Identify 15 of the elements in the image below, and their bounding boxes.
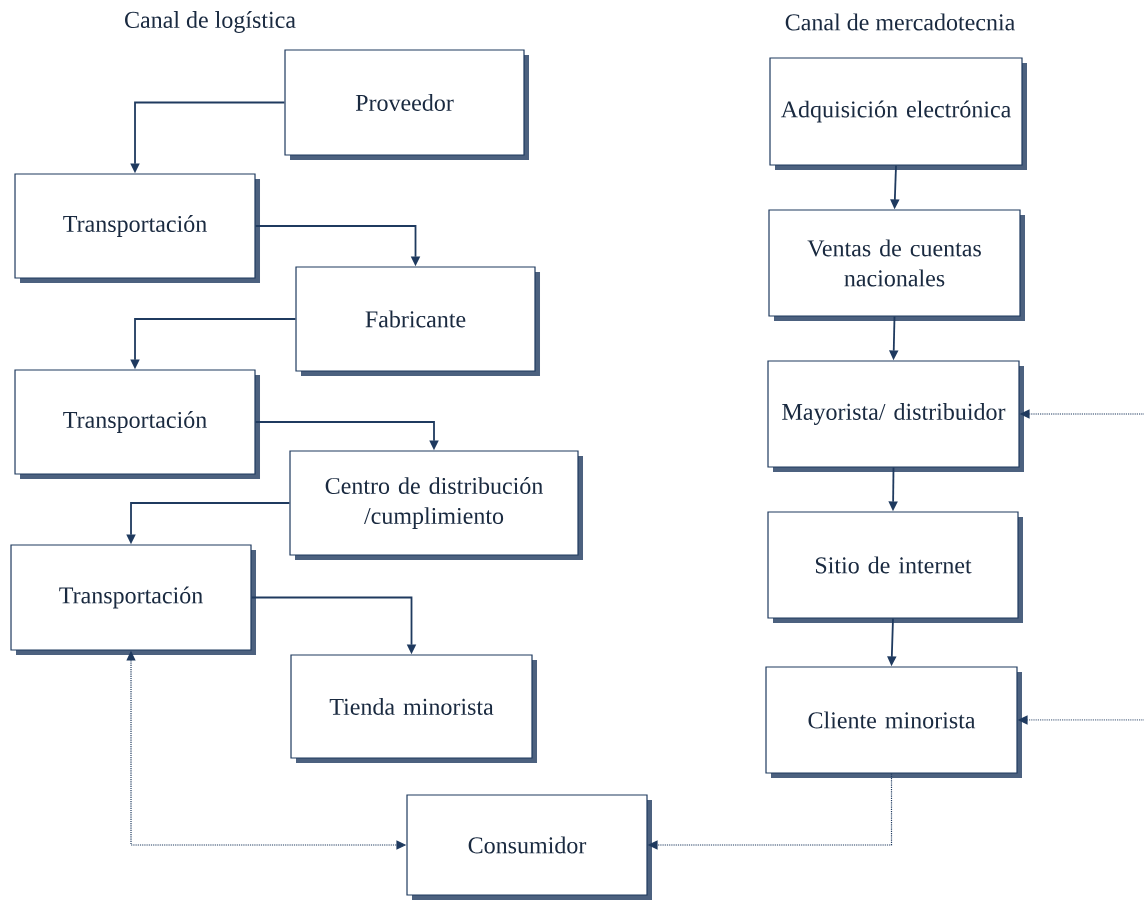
process-box: Proveedor	[284, 49, 529, 160]
process-box: Transportación	[14, 173, 260, 283]
process-box: Transportación	[14, 369, 260, 479]
process-box: Sitio de internet	[767, 511, 1023, 623]
process-box: Tienda minorista	[290, 654, 537, 763]
column-heading: Canal de logística	[125, 11, 296, 33]
process-box: Consumidor	[406, 794, 652, 900]
process-box: Transportación	[10, 544, 256, 655]
process-box: Adquisición electrónica	[769, 57, 1027, 170]
process-box: Centro de distribución /cumplimiento	[289, 450, 583, 560]
process-box: Ventas de cuentas nacionales	[768, 209, 1025, 321]
process-box: Cliente minorista	[765, 666, 1022, 778]
column-heading: Canal de mercadotecnia	[785, 13, 1015, 31]
process-box: Fabricante	[295, 266, 540, 376]
process-box: Mayorista/ distribuidor	[767, 360, 1024, 472]
